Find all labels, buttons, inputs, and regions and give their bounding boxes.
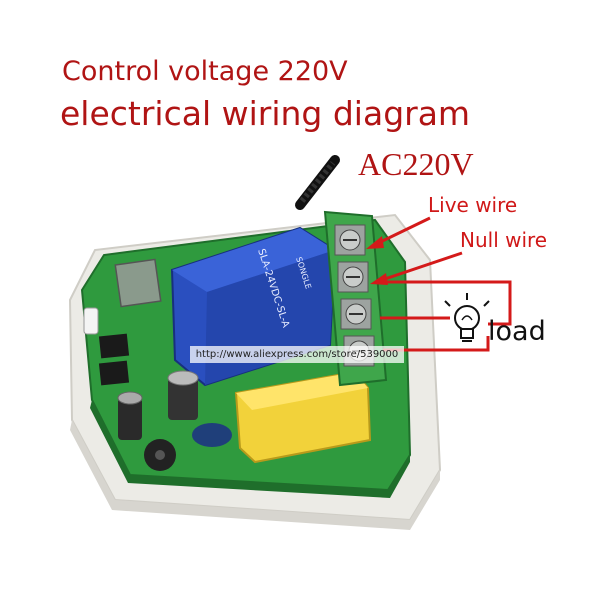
null-wire-label: Null wire bbox=[460, 228, 548, 252]
live-wire-arrow bbox=[366, 216, 431, 249]
electrolytic-capacitor bbox=[167, 370, 199, 420]
diagram-title-line2: electrical wiring diagram bbox=[60, 94, 471, 133]
pairing-button bbox=[83, 307, 99, 335]
yellow-capacitor bbox=[234, 370, 372, 464]
ic-chip bbox=[98, 360, 130, 386]
store-url-watermark: http://www.aliexpress.com/store/539000 bbox=[190, 346, 404, 363]
load-wire-loop bbox=[378, 280, 512, 352]
ic-chip bbox=[98, 333, 130, 359]
varistor bbox=[192, 423, 232, 447]
electrolytic-capacitor bbox=[117, 391, 143, 440]
antenna-coil bbox=[295, 155, 340, 210]
terminal-screw bbox=[340, 298, 372, 330]
terminal-screw bbox=[334, 224, 366, 256]
diagram-title-line1: Control voltage 220V bbox=[62, 56, 348, 87]
ac-supply-label: AC220V bbox=[358, 146, 474, 182]
terminal-screw bbox=[337, 261, 369, 293]
receiver-module bbox=[114, 258, 162, 308]
load-label: load bbox=[488, 316, 546, 347]
live-wire-label: Live wire bbox=[428, 193, 518, 217]
light-bulb-icon bbox=[444, 293, 490, 342]
